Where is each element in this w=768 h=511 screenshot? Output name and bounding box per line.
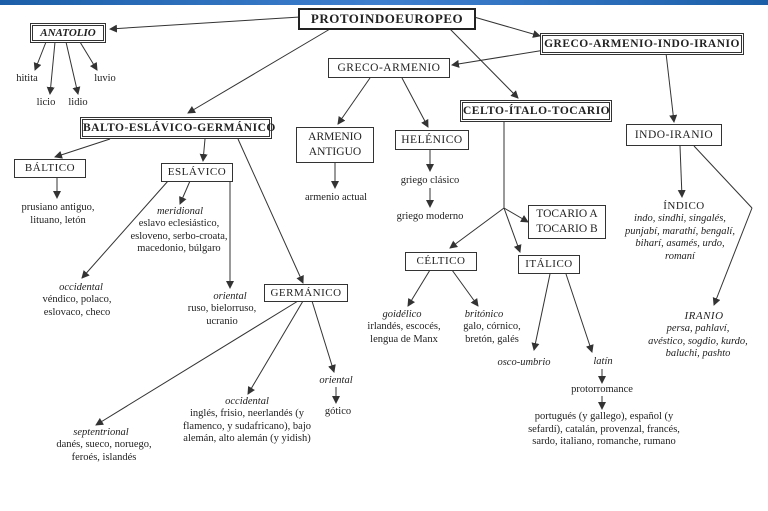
label-meridional: meridional — [156, 206, 204, 217]
top-color-band — [0, 0, 768, 5]
link-gaii-ga — [451, 49, 546, 68]
link-italico-latin — [565, 273, 594, 353]
label-latin: latín — [593, 356, 613, 367]
node-helenico: HELÉNICO — [395, 130, 469, 150]
link-germ-oriental — [311, 300, 336, 373]
link-beg-eslavico — [199, 138, 208, 162]
node-baltico: BÁLTICO — [14, 159, 86, 178]
link-germ-septentrional — [95, 300, 299, 426]
link-cit-tocario — [503, 207, 529, 223]
label-occidental-germ: occidental — [225, 396, 269, 407]
link-ii-iranio — [693, 145, 753, 209]
link-cit-celtico — [449, 207, 505, 249]
node-greco-armenio-indo-iranio: GRECO-ARMENIO-INDO-IRANIO — [540, 33, 744, 55]
node-eslavico: ESLÁVICO — [161, 163, 233, 182]
link-beg-baltico — [54, 138, 111, 159]
leaf-iranio-langs: persa, pahlaví, avéstico, sogdio, kurdo,… — [648, 323, 748, 359]
node-balto-eslavico-germanico: BALTO-ESLÁVICO-GERMÁNICO — [80, 117, 275, 139]
link-ga-helenico — [401, 77, 429, 128]
link-anat-luvio — [79, 41, 98, 71]
node-italico: ITÁLICO — [518, 255, 580, 274]
label-goidelico: goidélico — [382, 309, 422, 320]
leaf-luvio: luvio — [94, 73, 116, 84]
leaf-protorromance: protorromance — [571, 384, 633, 395]
node-celto-italo-tocario: CELTO-ÍTALO-TOCARIO — [460, 100, 612, 122]
node-anatolio: ANATOLIO — [30, 23, 106, 43]
label-septentrional: septentrional — [73, 427, 129, 438]
link-anat-hitita — [33, 41, 47, 71]
link-anat-licio — [46, 41, 56, 95]
link-root-cit — [449, 28, 519, 99]
leaf-licio: licio — [36, 97, 56, 108]
link-cit-italico — [503, 207, 522, 253]
label-iranio: IRANIO — [684, 310, 724, 322]
link-celtico-goidelico — [407, 269, 431, 307]
link-root-gaii — [473, 16, 541, 38]
leaf-britonico-langs: galo, córnico, bretón, galés — [463, 321, 521, 345]
leaf-griego-moderno: griego moderno — [396, 211, 464, 222]
leaf-lidio: lidio — [68, 97, 88, 108]
leaf-griego-clasico: griego clásico — [400, 175, 460, 186]
link-ga-armenio — [337, 77, 371, 125]
link-eslavico-occidental — [81, 180, 169, 279]
link-gaii-ii — [665, 52, 678, 123]
label-occidental-eslavo: occidental — [59, 282, 103, 293]
leaf-romance-langs: portugués (y gallego), español (y sefard… — [528, 411, 680, 447]
link-ii-iranio-2 — [712, 207, 753, 306]
label-oriental-germ: oriental — [319, 375, 353, 386]
leaf-armenio-actual: armenio actual — [304, 192, 368, 203]
label-indico: ÍNDICO — [663, 200, 705, 212]
node-celtico: CÉLTICO — [405, 252, 477, 271]
leaf-occidental-germ-langs: inglés, frisio, neerlandés (y flamenco, … — [183, 408, 311, 444]
link-anat-lidio — [65, 41, 81, 95]
leaf-oriental-eslavo-langs: ruso, bielorruso, ucranio — [187, 303, 257, 327]
node-greco-armenio: GRECO-ARMENIO — [328, 58, 450, 78]
link-beg-germanico — [237, 138, 304, 284]
link-celtico-britonico — [451, 269, 479, 307]
leaf-goidelico-langs: irlandés, escocés, lengua de Manx — [367, 321, 441, 345]
node-protoindoeuropeo: PROTOINDOEUROPEO — [298, 8, 476, 30]
label-oriental-eslavo: oriental — [213, 291, 247, 302]
label-osco-umbrio: osco-umbrio — [497, 357, 551, 368]
leaf-septentrional-langs: danés, sueco, noruego, feroés, islandés — [56, 439, 152, 463]
leaf-meridional-langs: eslavo eclesiástico, esloveno, serbo-cro… — [130, 218, 228, 254]
leaf-hitita: hitita — [16, 73, 38, 84]
label-britonico: britónico — [464, 309, 504, 320]
leaf-gotico: gótico — [324, 406, 352, 417]
link-germ-occidental — [247, 300, 304, 395]
link-eslavico-meridional — [179, 180, 191, 205]
link-ii-indico — [677, 145, 686, 198]
leaf-occidental-eslavo-langs: véndico, polaco, eslovaco, checo — [42, 294, 112, 318]
link-root-beg — [187, 28, 331, 114]
node-tocario: TOCARIO A TOCARIO B — [528, 205, 606, 239]
node-indo-iranio: INDO-IRANIO — [626, 124, 722, 146]
node-armenio-antiguo: ARMENIO ANTIGUO — [296, 127, 374, 163]
link-root-anatolio — [109, 16, 301, 33]
leaf-indico-langs: indo, sindhi, singalés, punjabí, marathí… — [625, 213, 735, 262]
link-italico-osco — [531, 273, 551, 351]
node-germanico: GERMÁNICO — [264, 284, 348, 302]
leaf-baltico-langs: prusiano antiguo, lituano, letón — [21, 202, 95, 226]
